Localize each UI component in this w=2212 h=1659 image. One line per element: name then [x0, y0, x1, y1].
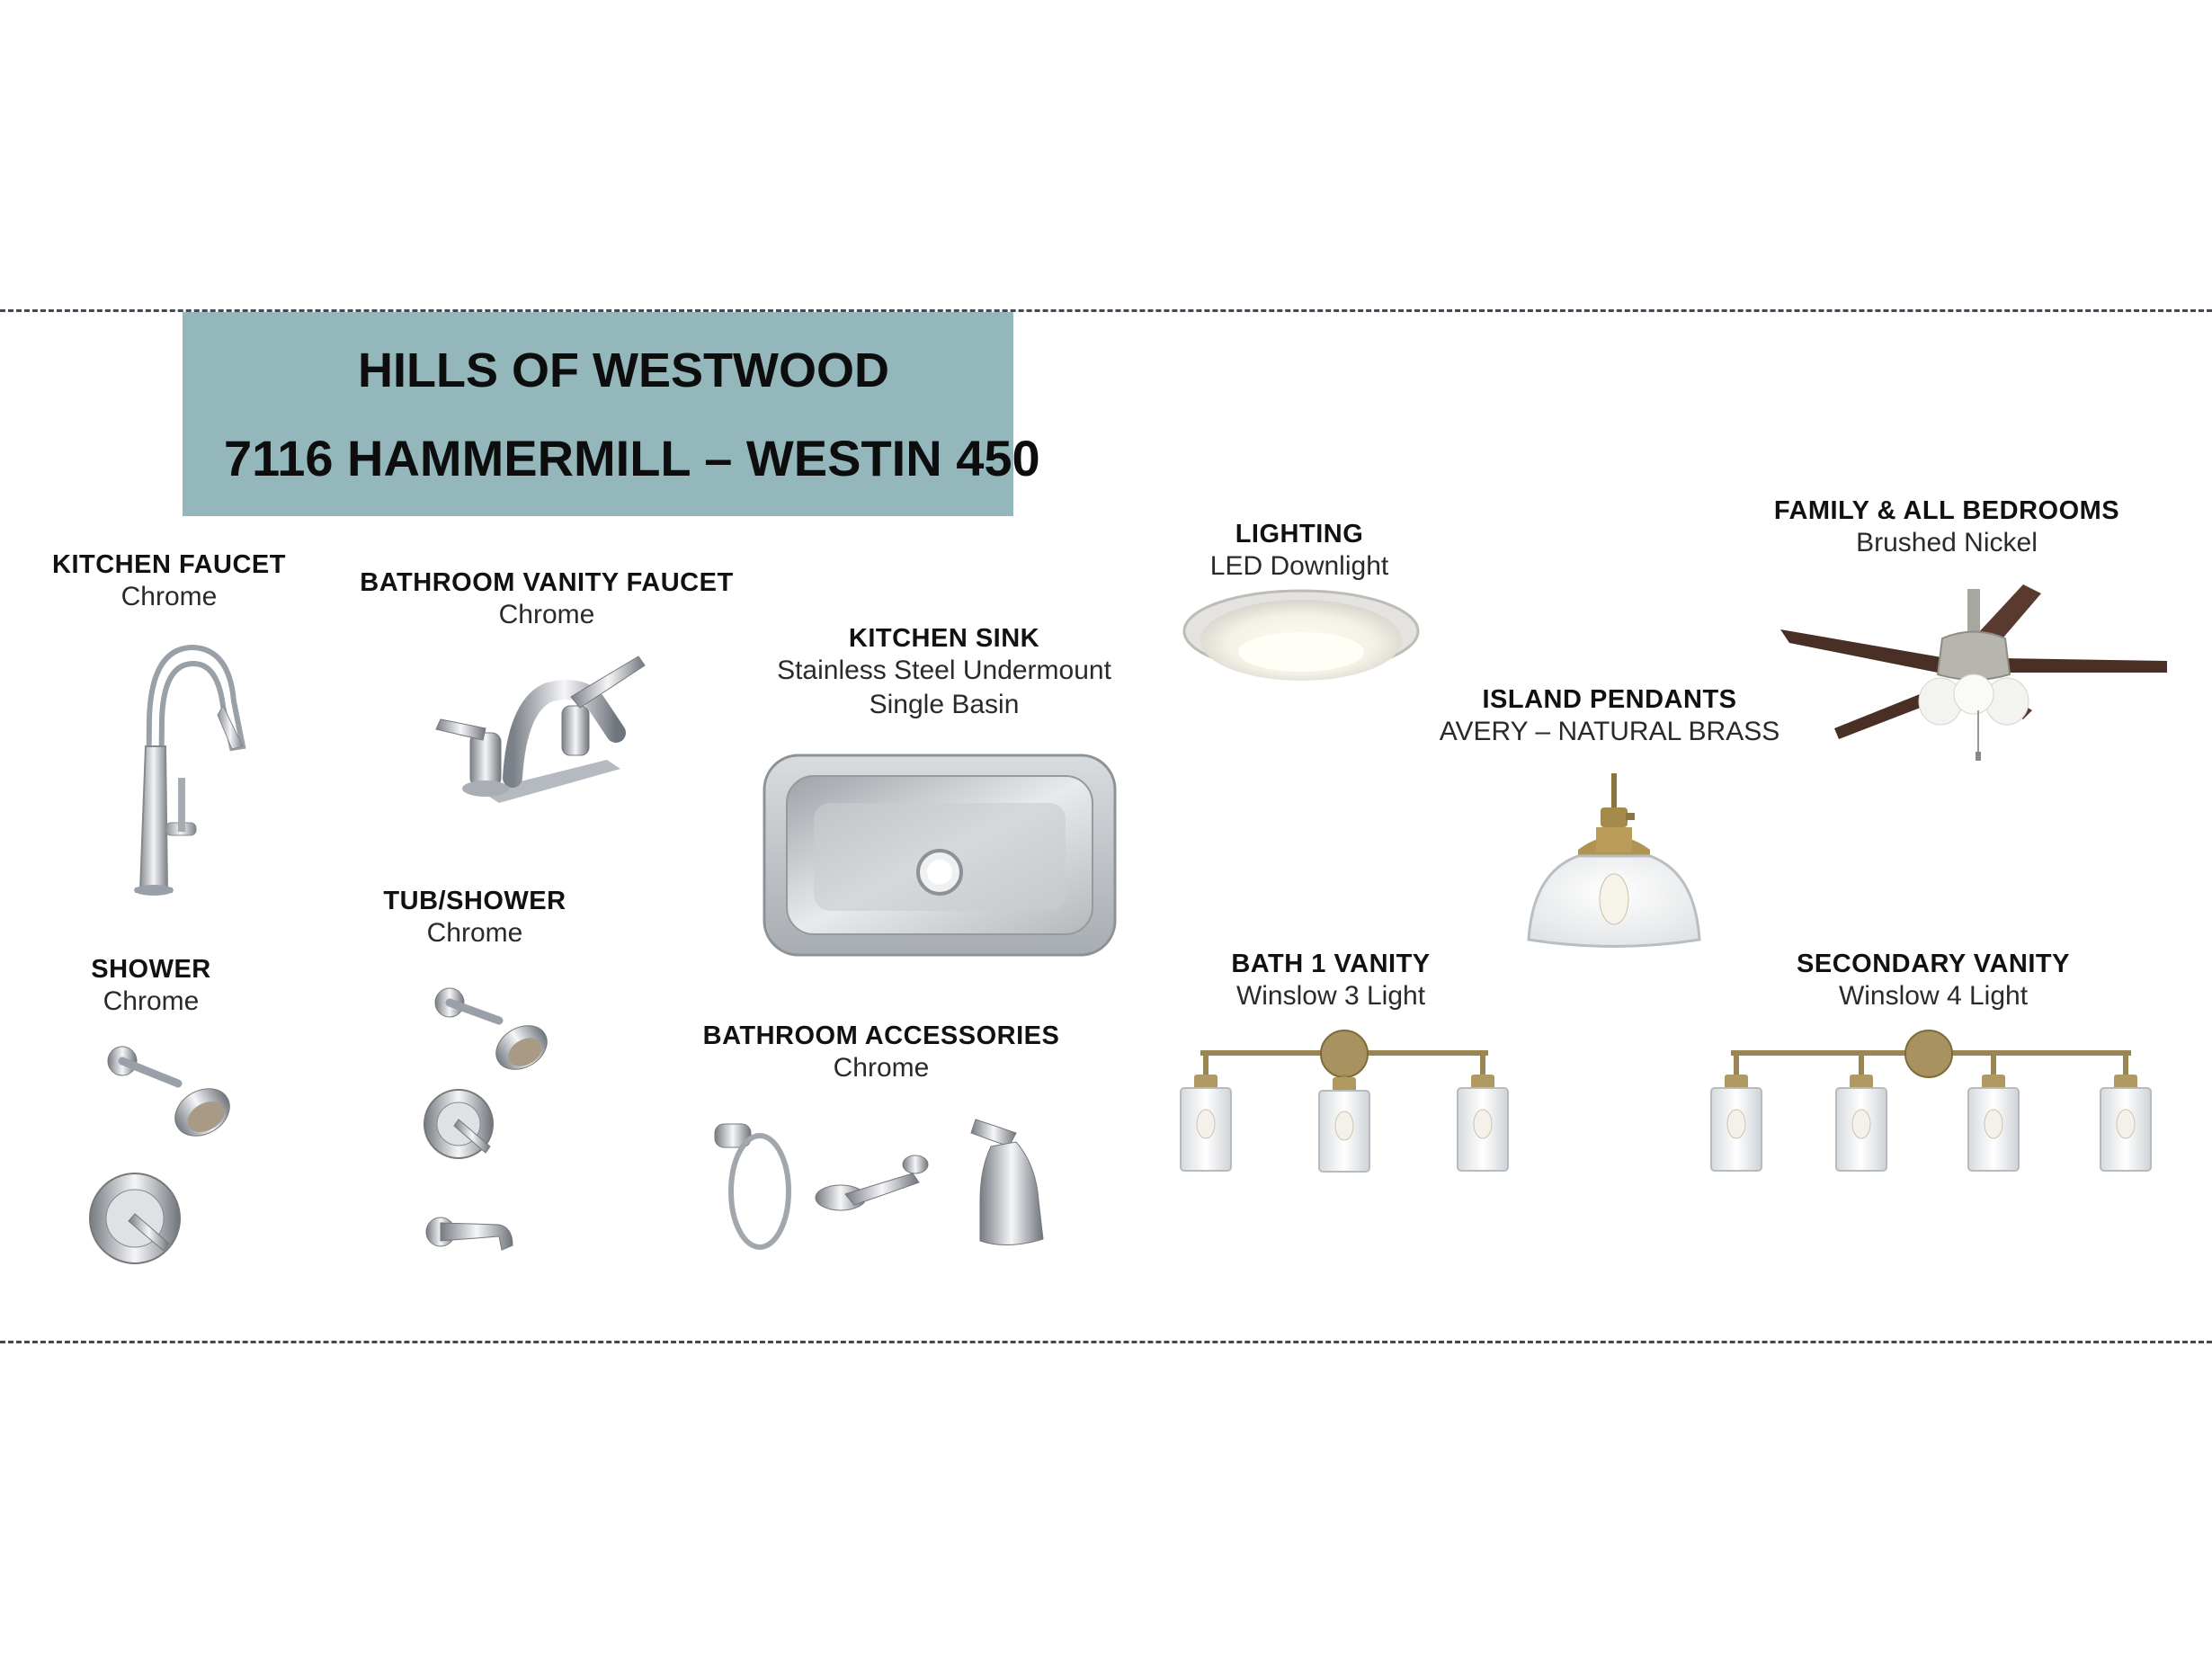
pendants-title: ISLAND PENDANTS: [1482, 685, 1737, 714]
vanity-faucet-icon: [427, 643, 652, 805]
home-plan-title: 7116 HAMMERMILL – WESTIN 450: [224, 430, 1040, 486]
tub-shower-title: TUB/SHOWER: [383, 887, 566, 915]
kitchen-faucet-title: KITCHEN FAUCET: [52, 550, 286, 579]
kitchen-faucet-finish: Chrome: [120, 582, 218, 611]
bath-accessories-title: BATHROOM ACCESSORIES: [702, 1021, 1060, 1050]
ceiling-fan-title: FAMILY & ALL BEDROOMS: [1773, 496, 2120, 525]
secondary-vanity-title: SECONDARY VANITY: [1797, 950, 2070, 978]
bath1-vanity-model: Winslow 3 Light: [1235, 981, 1426, 1011]
bath-accessories-finish: Chrome: [833, 1053, 930, 1083]
sink-icon: [760, 751, 1119, 959]
kitchen-sink-material: Stainless Steel Undermount: [777, 656, 1111, 685]
pendant-icon: [1524, 773, 1704, 953]
kitchen-sink-label: KITCHEN SINK Stainless Steel Undermount …: [755, 624, 1133, 722]
lighting-label: LIGHTING LED Downlight: [1164, 520, 1434, 584]
kitchen-sink-type: Single Basin: [869, 690, 1020, 719]
tub-shower-icon: [414, 980, 566, 1277]
downlight-icon: [1180, 584, 1423, 692]
kitchen-faucet-icon: [108, 629, 252, 899]
shower-finish: Chrome: [103, 986, 200, 1016]
lighting-title: LIGHTING: [1235, 520, 1364, 549]
bath-accessories-label: BATHROOM ACCESSORIES Chrome: [692, 1021, 1070, 1085]
shower-icon: [79, 1039, 241, 1277]
shower-title: SHOWER: [91, 955, 211, 984]
shower-label: SHOWER Chrome: [52, 955, 250, 1019]
pendants-label: ISLAND PENDANTS AVERY – NATURAL BRASS: [1425, 685, 1794, 749]
vanity-3-light-icon: [1173, 1025, 1515, 1173]
lighting-type: LED Downlight: [1209, 551, 1389, 581]
kitchen-sink-title: KITCHEN SINK: [848, 624, 1040, 653]
ceiling-fan-icon: [1771, 575, 2176, 764]
title-banner: HILLS OF WESTWOOD 7116 HAMMERMILL – WEST…: [183, 312, 1040, 516]
top-dashed-divider: [0, 309, 2212, 312]
tub-shower-label: TUB/SHOWER Chrome: [358, 887, 592, 950]
community-title: HILLS OF WESTWOOD: [358, 343, 889, 397]
ceiling-fan-label: FAMILY & ALL BEDROOMS Brushed Nickel: [1758, 496, 2136, 560]
tub-shower-finish: Chrome: [426, 918, 523, 948]
bottom-dashed-divider: [0, 1341, 2212, 1343]
vanity-faucet-label: BATHROOM VANITY FAUCET Chrome: [358, 568, 736, 632]
bath1-vanity-label: BATH 1 VANITY Winslow 3 Light: [1187, 950, 1475, 1013]
vanity-faucet-finish: Chrome: [498, 600, 595, 629]
kitchen-faucet-label: KITCHEN FAUCET Chrome: [52, 550, 286, 614]
ceiling-fan-finish: Brushed Nickel: [1856, 528, 2038, 557]
vanity-4-light-icon: [1704, 1025, 2158, 1173]
pendants-finish: AVERY – NATURAL BRASS: [1439, 717, 1780, 746]
vanity-faucet-title: BATHROOM VANITY FAUCET: [360, 568, 734, 597]
bath-accessories-icon: [710, 1115, 1052, 1254]
secondary-vanity-model: Winslow 4 Light: [1838, 981, 2029, 1011]
bath1-vanity-title: BATH 1 VANITY: [1231, 950, 1431, 978]
secondary-vanity-label: SECONDARY VANITY Winslow 4 Light: [1744, 950, 2122, 1013]
